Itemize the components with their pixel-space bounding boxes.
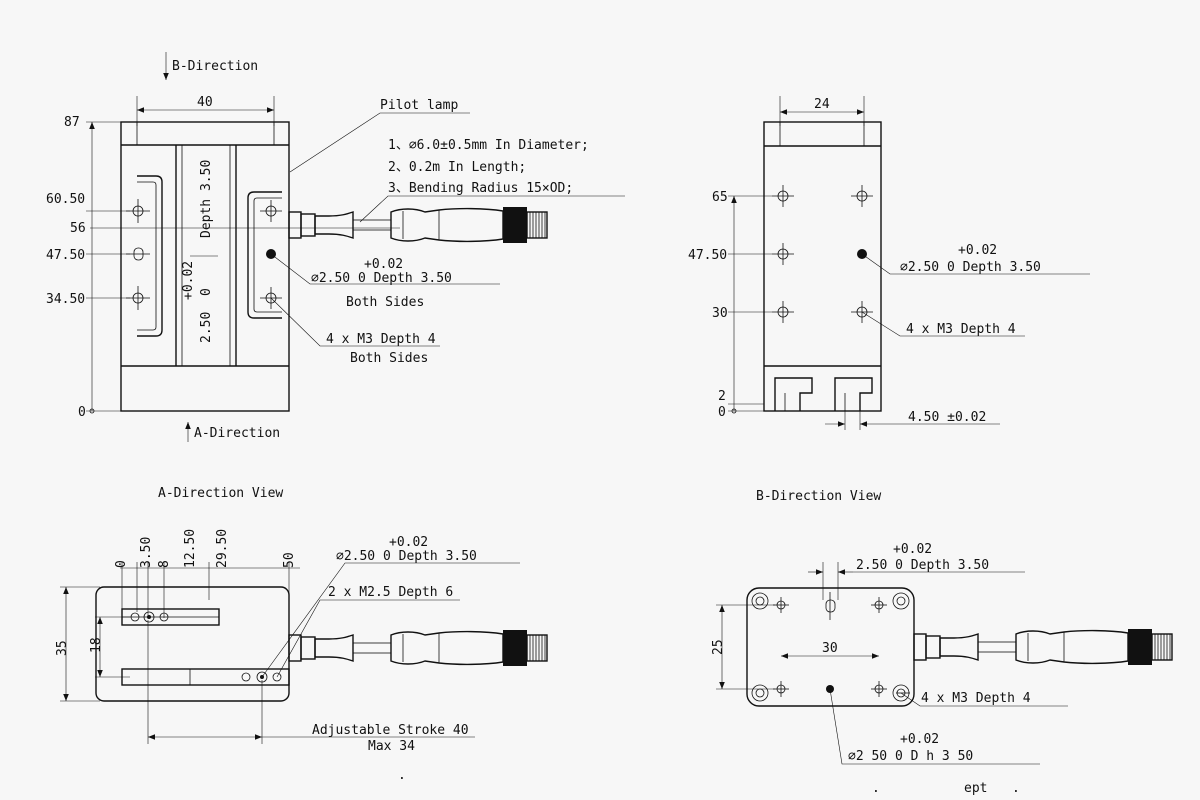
- y-dim-87: 87: [64, 115, 80, 130]
- side-view: 24 65 47.50 30 2 0: [688, 96, 1090, 504]
- cable-note-3: 3、Bending Radius 15×OD;: [388, 181, 573, 196]
- b-direction-view: +0.02 2.50 0 Depth 3.50 25 30: [711, 542, 1173, 796]
- y-dim-34-50: 34.50: [46, 292, 85, 307]
- a-x-50: 50: [282, 552, 297, 568]
- side-y-30: 30: [712, 306, 728, 321]
- side-body: [763, 121, 882, 412]
- front-view: B-Direction 40: [46, 52, 625, 442]
- y-dim-56: 56: [70, 221, 86, 236]
- side-y-47-50: 47.50: [688, 248, 727, 263]
- b-pin-tol-top: +0.02: [893, 542, 932, 557]
- a-height-35: 35: [55, 640, 70, 656]
- a-view-body: [95, 586, 290, 702]
- pin-size-vertical: 2.50: [199, 312, 214, 343]
- b-width-30: 30: [822, 641, 838, 656]
- b-connector: [913, 628, 1173, 666]
- right-groove: [247, 191, 282, 319]
- tol-note-vertical: +0.02: [181, 261, 196, 300]
- b-footer-frag-3: .: [1012, 781, 1020, 796]
- a-thread-spec: 2 x M2.5 Depth 6: [328, 585, 453, 600]
- left-groove: [137, 175, 163, 337]
- b-pin-spec-top: 2.50 0 Depth 3.50: [856, 558, 989, 573]
- a-pin-tol: +0.02: [389, 535, 428, 550]
- cable-note-2: 2、0.2m In Length;: [388, 160, 526, 175]
- tol-zero-vertical: 0: [199, 288, 214, 296]
- a-x-8: 8: [157, 560, 172, 568]
- a-direction-label: A-Direction: [194, 426, 280, 441]
- y-dim-47-50: 47.50: [46, 248, 85, 263]
- a-height-18: 18: [89, 637, 104, 653]
- a-stroke-label: Adjustable Stroke 40: [312, 723, 469, 738]
- b-thread-spec: 4 x M3 Depth 4: [921, 691, 1031, 706]
- a-direction-view: A-Direction View 0 3.50 8 12.50 29.50 50: [55, 486, 548, 783]
- a-connector: [288, 629, 548, 667]
- pin-tol: +0.02: [364, 257, 403, 272]
- a-x-3-50: 3.50: [139, 537, 154, 568]
- a-stray-mark: .: [398, 768, 406, 783]
- side-slot-dim: 4.50 ±0.02: [908, 410, 986, 425]
- side-y-2: 2: [718, 389, 726, 404]
- a-pin-spec: ∅2.50 0 Depth 3.50: [336, 549, 477, 564]
- side-thread-spec: 4 x M3 Depth 4: [906, 322, 1016, 337]
- pilot-lamp-label: Pilot lamp: [380, 98, 458, 113]
- a-x-29-50: 29.50: [215, 529, 230, 568]
- slide-body: [120, 121, 290, 412]
- side-pin-spec: ∅2.50 0 Depth 3.50: [900, 260, 1041, 275]
- depth-note-vertical: Depth 3.50: [199, 160, 214, 238]
- pilot-lamp-leader: [289, 112, 470, 173]
- b-direction-label: B-Direction: [172, 59, 258, 74]
- t-slot-right: [834, 377, 873, 411]
- b-footer-frag-2: ept: [964, 781, 987, 796]
- side-y-65: 65: [712, 190, 728, 205]
- side-width-dim: 24: [814, 97, 830, 112]
- connector-cable: [288, 206, 548, 244]
- b-pin-spec-bottom: ∅2 50 0 D h 3 50: [848, 749, 973, 764]
- thread-both-sides: Both Sides: [350, 351, 428, 366]
- b-height-25: 25: [711, 639, 726, 655]
- a-x-0: 0: [114, 560, 129, 568]
- pin-spec: ∅2.50 0 Depth 3.50: [311, 271, 452, 286]
- y-dim-60-50: 60.50: [46, 192, 85, 207]
- side-y-0: 0: [718, 405, 726, 420]
- b-footer-frag-1: .: [872, 781, 880, 796]
- pin-both-sides: Both Sides: [346, 295, 424, 310]
- a-view-title: A-Direction View: [158, 486, 283, 501]
- cable-note-1: 1、∅6.0±0.5mm In Diameter;: [388, 138, 589, 153]
- thread-spec: 4 x M3 Depth 4: [326, 332, 436, 347]
- b-pin-tol-bottom: +0.02: [900, 732, 939, 747]
- a-stroke-max: Max 34: [368, 739, 415, 754]
- t-slot-left: [774, 377, 813, 411]
- y-dim-0: 0: [78, 405, 86, 420]
- side-pin-tol: +0.02: [958, 243, 997, 258]
- a-x-12-50: 12.50: [183, 529, 198, 568]
- b-view-title: B-Direction View: [756, 489, 881, 504]
- width-dimension: 40: [197, 95, 213, 110]
